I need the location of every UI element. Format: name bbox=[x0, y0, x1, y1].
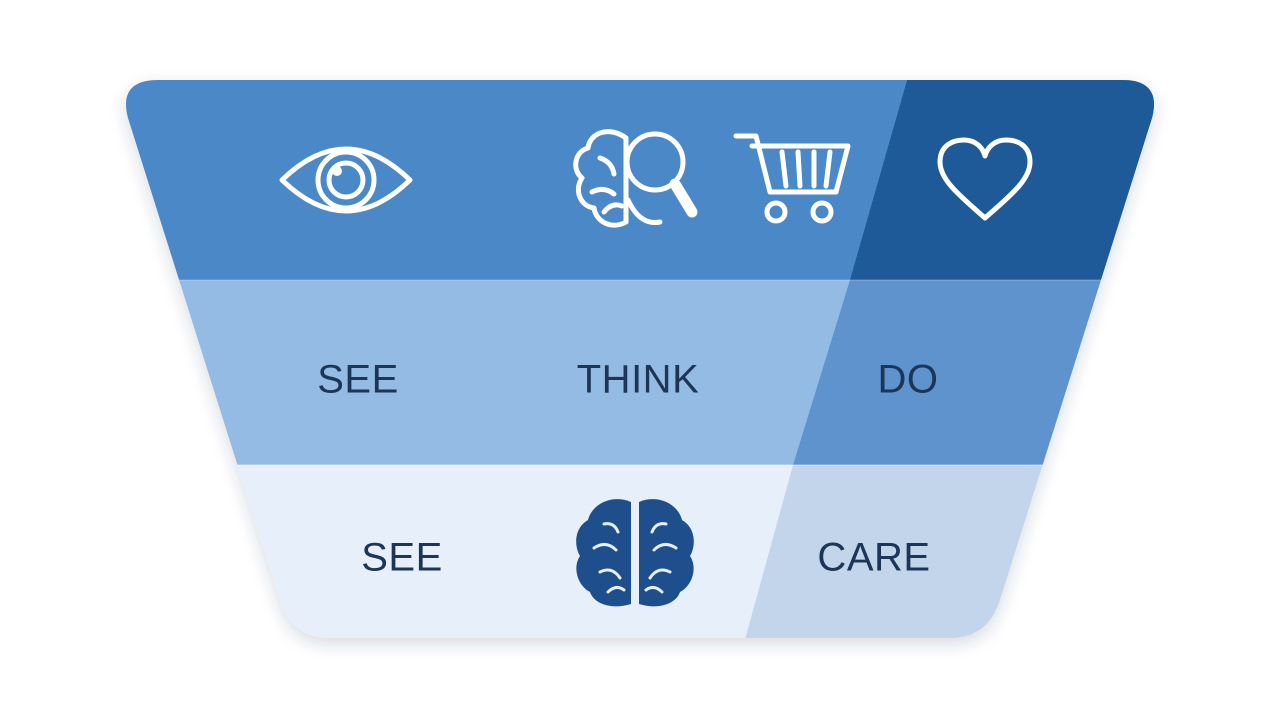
top-band-accent bbox=[850, 80, 1154, 280]
brain-search-icon bbox=[573, 129, 698, 228]
band-separator-bottom bbox=[126, 464, 1154, 466]
bottom-row-see-label: SEE bbox=[361, 535, 443, 580]
band-separator-top bbox=[126, 279, 1154, 281]
heart-icon bbox=[937, 137, 1033, 221]
shopping-cart-icon bbox=[733, 133, 851, 224]
bottom-row-care-label: CARE bbox=[817, 535, 931, 580]
middle-row-do-label: DO bbox=[877, 357, 939, 402]
brain-icon bbox=[576, 499, 694, 607]
middle-row-think-label: THINK bbox=[576, 357, 700, 402]
middle-row-see-label: SEE bbox=[317, 357, 399, 402]
eye-icon bbox=[279, 146, 413, 214]
middle-band-accent bbox=[793, 280, 1154, 465]
